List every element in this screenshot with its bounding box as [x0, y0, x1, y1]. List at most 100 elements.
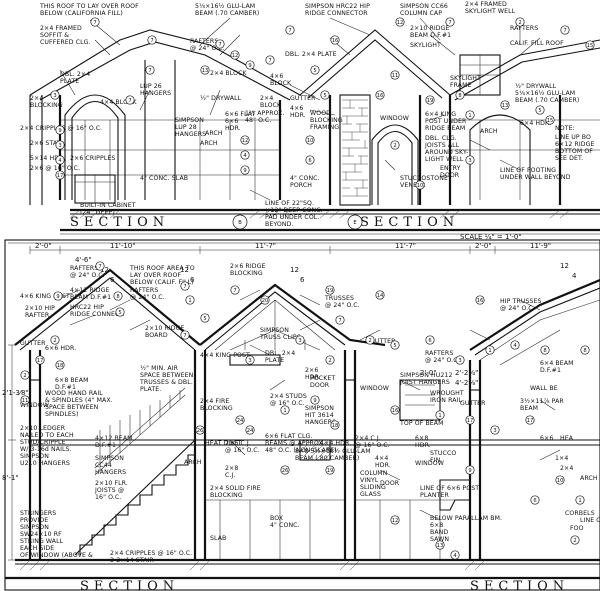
bottom-ref-bubble: 18 [330, 420, 340, 430]
svg-text:7: 7 [218, 42, 221, 48]
pitch-value: 6 [300, 276, 305, 284]
svg-text:18: 18 [57, 363, 64, 369]
bottom-note: 2×4 FIRE [200, 398, 229, 405]
top-note: PORCH [290, 182, 312, 189]
top-note: FRAMING [310, 124, 339, 131]
height-dimension: 8'-1" [2, 474, 19, 482]
bottom-ref-bubble: 7 [180, 330, 190, 340]
top-note: 4×4 BLOCK [100, 99, 137, 106]
svg-text:1: 1 [488, 348, 491, 354]
pitch-value: 12 [560, 262, 569, 270]
svg-text:3: 3 [298, 338, 301, 344]
section-title-top-left: SECTION [70, 215, 169, 230]
top-sheet: SECTION SECTION B E THIS ROOF TO LAY OVE… [20, 1, 600, 235]
bottom-ref-bubble: 4 [450, 550, 460, 560]
bottom-ref-bubble: 26 [280, 465, 290, 475]
svg-text:9: 9 [56, 294, 59, 300]
bottom-ref-bubble: 3 [455, 355, 465, 365]
bottom-note: 4×12 RIDGE [70, 287, 110, 294]
svg-text:1: 1 [578, 498, 581, 504]
svg-text:15: 15 [587, 43, 594, 49]
bottom-note: PLANTER [420, 492, 449, 499]
svg-text:9: 9 [468, 468, 471, 474]
svg-text:2: 2 [368, 338, 371, 344]
bottom-note: 48" O.C. (NON-GLARE) [265, 447, 337, 454]
bottom-note: 2×8 [225, 465, 238, 472]
bottom-note: FOO [570, 525, 584, 532]
svg-text:8: 8 [116, 294, 119, 300]
svg-text:12: 12 [242, 138, 249, 144]
bottom-note: BEAM (.80 CAMBER) [295, 455, 359, 462]
svg-text:16: 16 [392, 408, 399, 414]
top-note: PAD UNDER COL. [265, 214, 319, 221]
svg-text:5: 5 [323, 93, 326, 99]
top-note: ARCH [200, 140, 218, 147]
bottom-note: BLOCKING [200, 405, 233, 412]
top-note: LUP 26 [140, 83, 162, 90]
bottom-ref-bubble: 13 [435, 540, 445, 550]
bottom-note: STUD/CRIPPLE [20, 439, 66, 446]
bottom-note: WOOD HAND RAIL [45, 390, 103, 397]
bottom-note: ½" MIN. AIR [140, 364, 179, 372]
bottom-note: LAY OVER ROOF [130, 272, 181, 279]
top-ref-bubble: 4 [240, 150, 250, 160]
top-note: 6×4 HDR. [520, 120, 551, 127]
bottom-note: WINDOW [415, 460, 444, 467]
svg-text:3: 3 [468, 158, 471, 164]
top-note: DBL. 2×4 PLATE [285, 51, 337, 58]
pitch-value: 4 [572, 272, 577, 280]
dimension-label: 11'-7" [255, 242, 276, 250]
svg-text:3: 3 [58, 143, 61, 149]
svg-text:6: 6 [533, 498, 536, 504]
top-ref-bubble: 15 [585, 40, 595, 50]
top-note: 6×6 FLAT [225, 111, 256, 118]
top-ref-bubble: 7 [445, 17, 455, 27]
svg-text:7: 7 [150, 38, 153, 44]
bottom-note: HIP TRUSSES [500, 298, 542, 305]
height-dimension: 4'-2⅜" [455, 379, 478, 387]
svg-text:2: 2 [393, 143, 396, 149]
top-note: ARCH [205, 130, 223, 137]
bottom-note: 2×4 [560, 465, 573, 472]
top-note: ENTRY [440, 165, 461, 172]
top-ref-bubble: 13 [200, 65, 210, 75]
bottom-note: IRON RAIL [430, 397, 462, 404]
bottom-note: TRUSSES & DBL. [139, 379, 193, 386]
bottom-note: 4×4 [375, 455, 388, 462]
top-note: HANGERS [140, 90, 171, 97]
bottom-note: HANGERS [95, 469, 126, 476]
top-note: HDR. [225, 125, 241, 132]
top-ref-bubble: 2 [390, 140, 400, 150]
top-note: RAFTERS [190, 38, 218, 45]
dimension-label: 11'-7" [395, 242, 416, 250]
bottom-ref-bubble: 2 [325, 355, 335, 365]
top-note: SKYLIGHT WELL [465, 8, 516, 15]
bottom-note: RAFTERS [130, 287, 158, 294]
top-note: SOFFIT & [40, 32, 69, 39]
svg-text:14: 14 [377, 293, 384, 299]
top-note: 48" O.C. [245, 117, 271, 124]
bottom-note: CORBELS [565, 510, 595, 517]
height-dimension: 2'-2⅜" [455, 369, 478, 377]
bottom-note: GUTTER [370, 338, 396, 345]
bottom-note: BEAM D.F.#1 [70, 294, 111, 301]
top-note: DOOR [440, 172, 460, 179]
top-note: LINE OF 22"SQ. [265, 200, 314, 207]
bottom-ref-bubble: 20 [260, 295, 270, 305]
top-note: 1½ APPROX. [245, 109, 285, 117]
top-ref-bubble: 7 [90, 17, 100, 27]
bottom-note: HDR. [305, 374, 321, 381]
top-note: JOISTS ALL [424, 142, 460, 149]
bottom-note: SIMPSON [20, 453, 49, 460]
top-ref-bubble: 16 [330, 35, 340, 45]
bottom-note: SIMPSON HU212 [400, 372, 453, 379]
bottom-ref-bubble: 2 [570, 535, 580, 545]
svg-text:17: 17 [57, 173, 64, 179]
top-note: RIDGE CONNECTOR [305, 10, 368, 17]
bottom-note: BOARD [145, 332, 168, 339]
svg-text:5: 5 [313, 68, 316, 74]
svg-text:3: 3 [458, 358, 461, 364]
bottom-ref-bubble: 7 [95, 261, 105, 271]
top-note: 2×4 FRAMED [465, 1, 507, 8]
